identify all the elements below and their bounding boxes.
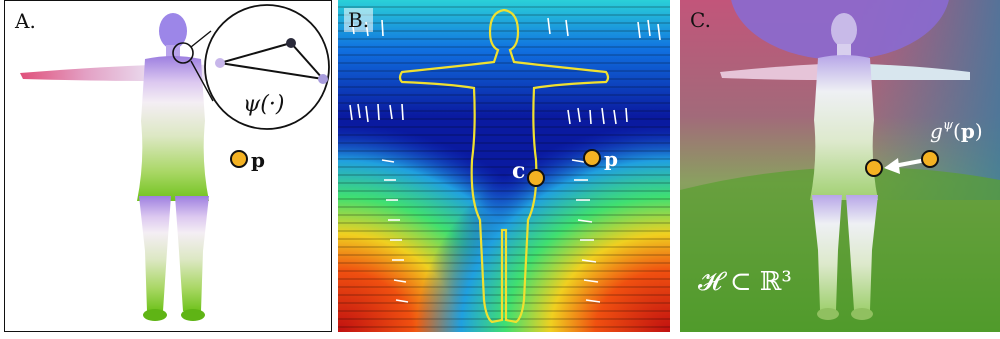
panel-a-label: A. — [15, 9, 36, 33]
point-p-label: p — [604, 147, 618, 171]
panel-a-canvas: ψ(·) p — [5, 1, 332, 332]
inset-vertex — [286, 38, 296, 48]
magnify-connector-line — [191, 31, 211, 47]
contour-lines — [338, 0, 670, 332]
mapping-label: gψ(p) — [930, 118, 983, 143]
psi-label: ψ(·) — [243, 92, 284, 117]
mapped-point — [866, 160, 882, 176]
panel-b-label: B. — [344, 8, 373, 32]
panel-a: ψ(·) p A. — [4, 0, 332, 332]
point-c — [528, 170, 544, 186]
psi-inset: ψ(·) — [205, 5, 329, 129]
point-p — [584, 150, 600, 166]
panel-b: c p B. — [338, 0, 670, 332]
panel-c-label: C. — [690, 8, 711, 32]
source-point — [922, 151, 938, 167]
embedding-space-label: 𝓗 ⊂ ℝ³ — [698, 267, 792, 297]
inset-vertex — [318, 74, 328, 84]
point-p — [231, 151, 247, 167]
panel-c: gψ(p) 𝓗 ⊂ ℝ³ C. — [680, 0, 1000, 332]
panel-b-canvas: c p — [338, 0, 670, 332]
inset-vertex — [215, 58, 225, 68]
point-c-label: c — [512, 158, 525, 184]
point-p-label: p — [251, 148, 265, 172]
panel-c-canvas: gψ(p) 𝓗 ⊂ ℝ³ — [680, 0, 1000, 332]
